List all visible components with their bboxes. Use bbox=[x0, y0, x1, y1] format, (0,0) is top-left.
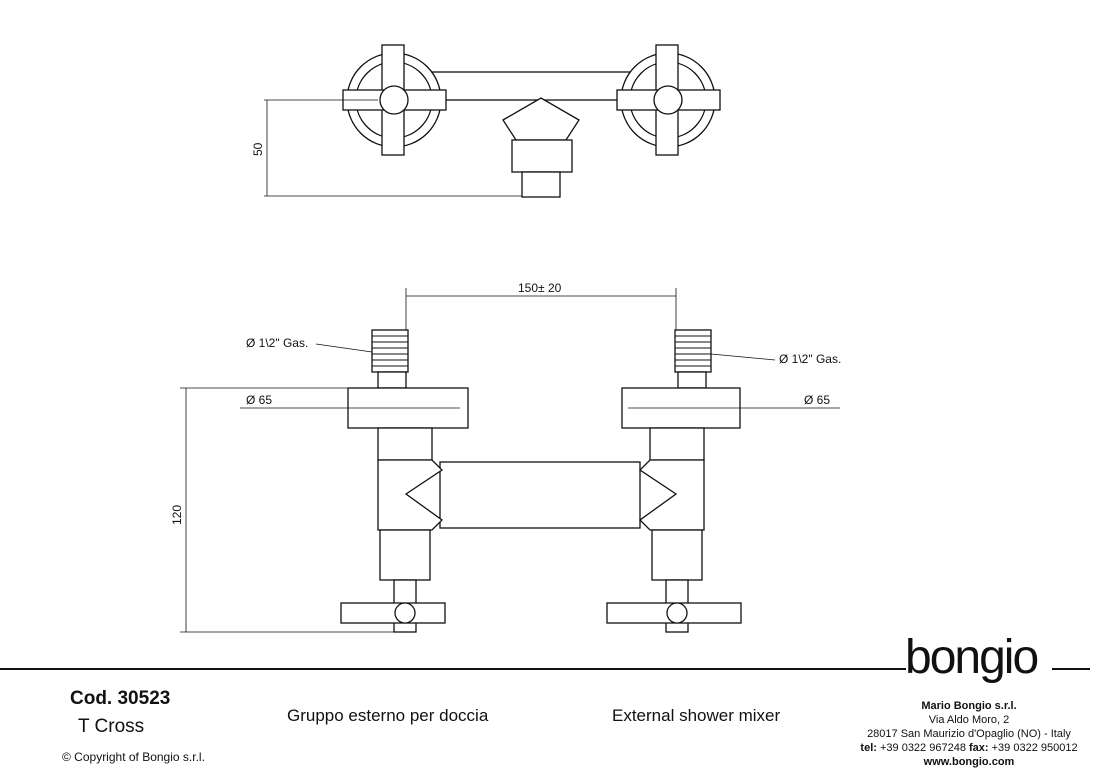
copyright: © Copyright of Bongio s.r.l. bbox=[62, 750, 205, 764]
thread-right-label: Ø 1\2" Gas. bbox=[779, 352, 841, 366]
company-address: Mario Bongio s.r.l. Via Aldo Moro, 2 280… bbox=[838, 699, 1100, 769]
description-english: External shower mixer bbox=[612, 706, 781, 725]
tel-label: tel: bbox=[860, 742, 877, 754]
top-view: 50 bbox=[251, 44, 721, 198]
product-name: T Cross bbox=[78, 716, 145, 737]
fax-label: fax: bbox=[969, 742, 989, 754]
dim-height-label: 120 bbox=[170, 505, 184, 525]
dim-spacing-label: 150± 20 bbox=[518, 281, 562, 295]
bongio-logo: bongio bbox=[905, 631, 1039, 684]
dim-depth-label: 50 bbox=[251, 142, 265, 156]
street: Via Aldo Moro, 2 bbox=[928, 714, 1010, 726]
flange-left-label: Ø 65 bbox=[246, 393, 272, 407]
description-italian: Gruppo esterno per doccia bbox=[287, 706, 489, 725]
company-name: Mario Bongio s.r.l. bbox=[921, 700, 1017, 712]
fax: +39 0322 950012 bbox=[991, 742, 1078, 754]
front-view: 150± 20 Ø 1\2" Gas. Ø 1\2" Gas. Ø 65 Ø 6… bbox=[170, 281, 841, 633]
contacts: tel: +39 0322 967248 fax: +39 0322 95001… bbox=[838, 741, 1100, 755]
tel: +39 0322 967248 bbox=[879, 742, 966, 754]
thread-left-label: Ø 1\2" Gas. bbox=[246, 336, 308, 350]
flange-right-label: Ø 65 bbox=[804, 393, 830, 407]
drawing-canvas: 50 150± 20 Ø 1\2" Gas. Ø 1\2" Gas. Ø 65 … bbox=[0, 44, 1090, 670]
city: 28017 San Maurizio d'Opaglio (NO) - Ital… bbox=[867, 728, 1071, 740]
product-code: Cod. 30523 bbox=[70, 688, 171, 709]
website[interactable]: www.bongio.com bbox=[923, 756, 1015, 768]
